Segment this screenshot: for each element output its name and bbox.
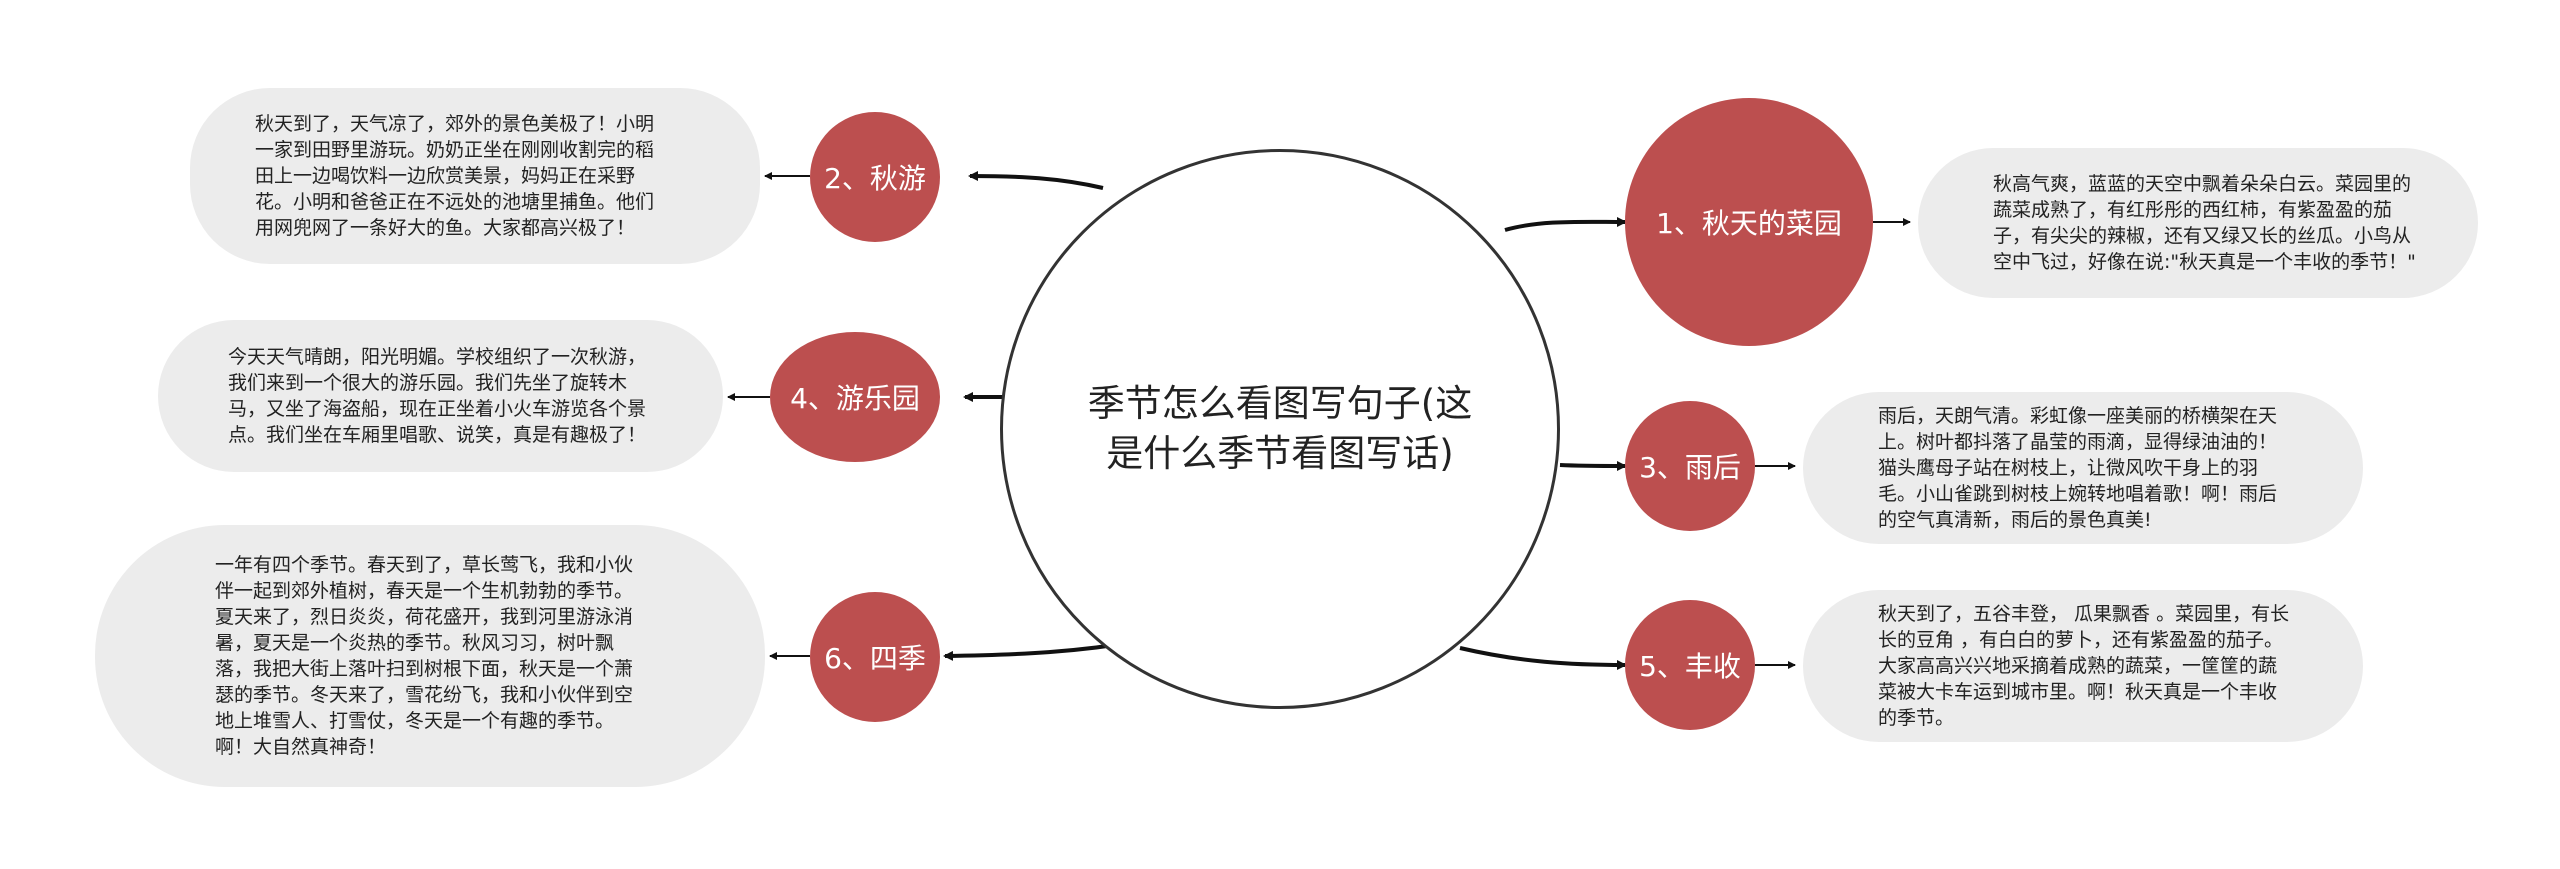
note-5-text: 秋天到了，五谷丰登， 瓜果飘香 。菜园里，有长长的豆角 ，有白白的萝卜，还有紫盈…: [1878, 603, 2290, 729]
note-3-text: 雨后，天朗气清。彩虹像一座美丽的桥横架在天上。树叶都抖落了晶莹的雨滴，显得绿油油…: [1878, 405, 2278, 531]
note-3-bubble[interactable]: 雨后，天朗气清。彩虹像一座美丽的桥横架在天上。树叶都抖落了晶莹的雨滴，显得绿油油…: [1803, 392, 2363, 544]
edge-center-to-topic-1: [1504, 216, 1627, 232]
topic-2-node[interactable]: 2、秋游: [810, 112, 940, 242]
topic-1-node[interactable]: 1、秋天的菜园: [1625, 98, 1873, 346]
note-4-bubble[interactable]: 今天天气晴朗，阳光明媚。学校组织了一次秋游，我们来到一个很大的游乐园。我们先坐了…: [158, 320, 723, 472]
note-1-bubble[interactable]: 秋高气爽，蓝蓝的天空中飘着朵朵白云。菜园里的蔬菜成熟了，有红彤彤的西红柿，有紫盈…: [1918, 148, 2478, 298]
topic-5-label: 5、丰收: [1639, 650, 1741, 683]
note-6-text: 一年有四个季节。春天到了，草长莺飞，我和小伙伴一起到郊外植树，春天是一个生机勃勃…: [215, 554, 634, 758]
note-6-bubble[interactable]: 一年有四个季节。春天到了，草长莺飞，我和小伙伴一起到郊外植树，春天是一个生机勃勃…: [95, 525, 765, 787]
note-2-text: 秋天到了，天气凉了，郊外的景色美极了！小明一家到田野里游玩。奶奶正坐在刚刚收割完…: [255, 113, 655, 239]
topic-5-node[interactable]: 5、丰收: [1625, 600, 1755, 730]
topic-4-node[interactable]: 4、游乐园: [770, 332, 940, 462]
note-5-bubble[interactable]: 秋天到了，五谷丰登， 瓜果飘香 。菜园里，有长长的豆角 ，有白白的萝卜，还有紫盈…: [1803, 590, 2363, 742]
topic-4-label: 4、游乐园: [790, 382, 920, 415]
edge-center-to-topic-5: [1459, 646, 1627, 670]
topic-3-label: 3、雨后: [1639, 451, 1741, 484]
edge-center-to-topic-2: [968, 171, 1104, 190]
note-1-text: 秋高气爽，蓝蓝的天空中飘着朵朵白云。菜园里的蔬菜成熟了，有红彤彤的西红柿，有紫盈…: [1993, 173, 2416, 273]
topic-2-label: 2、秋游: [824, 162, 926, 195]
edge-center-to-topic-3: [1559, 460, 1627, 471]
note-4-text: 今天天气晴朗，阳光明媚。学校组织了一次秋游，我们来到一个很大的游乐园。我们先坐了…: [228, 346, 647, 446]
topic-6-label: 6、四季: [824, 642, 926, 675]
topic-3-node[interactable]: 3、雨后: [1625, 401, 1755, 531]
central-topic[interactable]: 季节怎么看图写句子(这是什么季节看图写话): [1000, 149, 1560, 709]
topic-6-node[interactable]: 6、四季: [810, 592, 940, 722]
note-2-bubble[interactable]: 秋天到了，天气凉了，郊外的景色美极了！小明一家到田野里游玩。奶奶正坐在刚刚收割完…: [190, 88, 760, 264]
central-topic-title: 季节怎么看图写句子(这是什么季节看图写话): [1087, 382, 1473, 475]
topic-1-label: 1、秋天的菜园: [1656, 207, 1842, 240]
